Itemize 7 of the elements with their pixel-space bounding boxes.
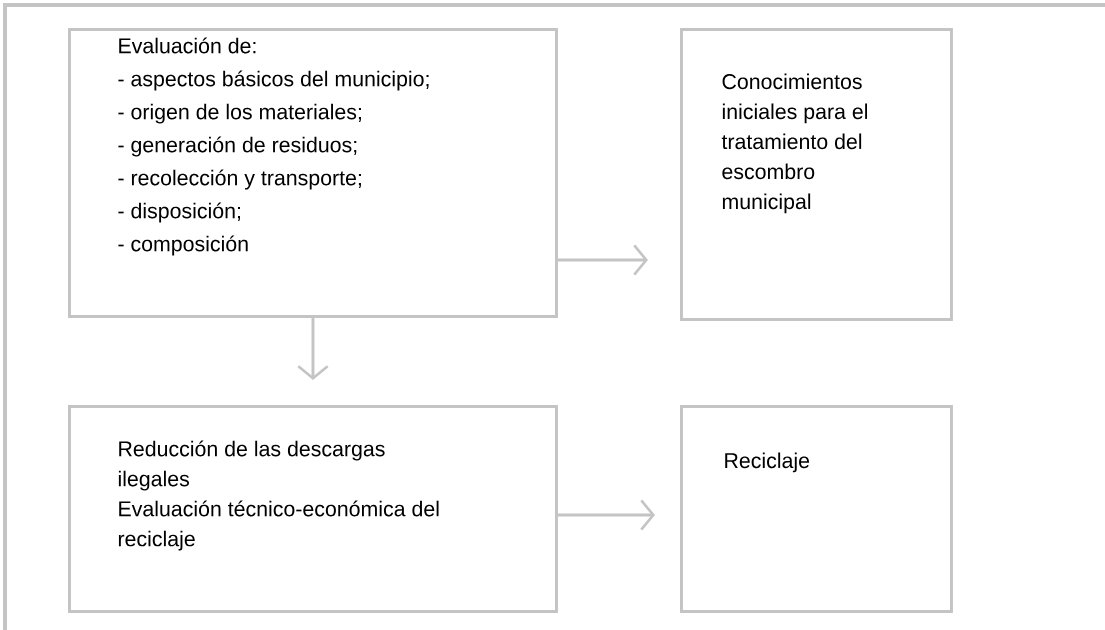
- process-box: Conocimientos iniciales para el tratamiento del escombro municipal: [680, 28, 953, 321]
- arrow: [557, 499, 655, 531]
- arrow: [557, 244, 648, 276]
- process-box: Reducción de las descargas ilegales Evaluación técnico-económica del reciclaje: [68, 405, 558, 613]
- process-box: Evaluación de: - aspectos básicos del municipio; - origen de los materiales; - generación de residuos; - recolección y transporte; - disposición; - composición: [68, 28, 558, 318]
- arrow: [297, 317, 329, 380]
- process-box: Reciclaje: [680, 405, 953, 613]
